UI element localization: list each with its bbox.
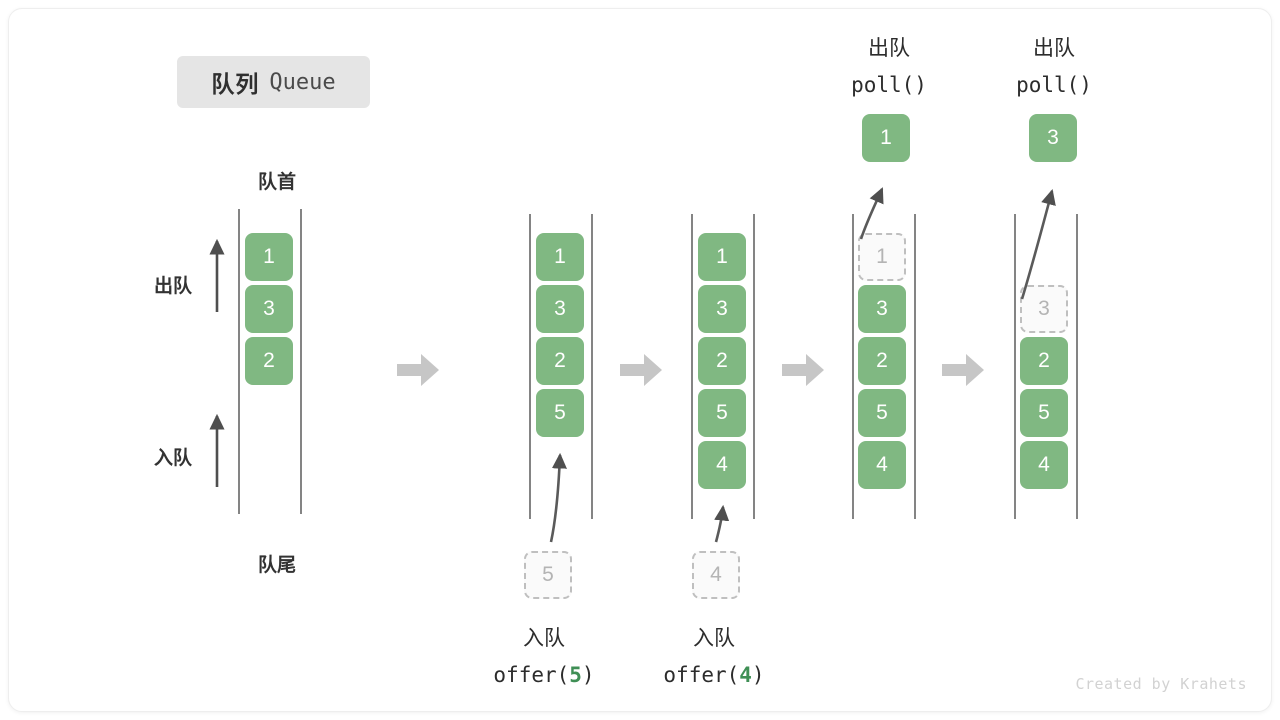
queue-rail-left-1 <box>529 214 531 519</box>
queue-rail-left-0 <box>238 209 240 514</box>
queue-cell-removed: 1 <box>858 233 906 281</box>
diagram-card: 队列 Queue 队首 队尾 出队 入队 1 3 2 1 3 2 5 5 入队 … <box>8 8 1272 712</box>
incoming-element-ghost: 4 <box>692 551 740 599</box>
queue-rail-right-4 <box>1076 214 1078 519</box>
queue-cell: 5 <box>858 389 906 437</box>
operation-label-code: offer(5) <box>493 663 595 687</box>
transition-arrow-icon <box>942 354 984 386</box>
transition-arrow-icon <box>620 354 662 386</box>
queue-cell: 2 <box>698 337 746 385</box>
queue-rail-left-3 <box>852 214 854 519</box>
operation-label-poll-3: 出队 poll() <box>969 31 1139 103</box>
queue-cell: 3 <box>245 285 293 333</box>
operation-label-poll-1: 出队 poll() <box>804 31 974 103</box>
queue-rail-right-1 <box>591 214 593 519</box>
diagram-title-cn: 队列 <box>211 71 260 97</box>
queue-cell: 3 <box>858 285 906 333</box>
queue-cell: 5 <box>698 389 746 437</box>
queue-cell-new: 5 <box>536 389 584 437</box>
operation-label-cn: 入队 <box>693 627 735 650</box>
queue-rail-right-0 <box>300 209 302 514</box>
transition-arrow-icon <box>397 354 439 386</box>
queue-cell: 4 <box>1020 441 1068 489</box>
queue-cell: 1 <box>698 233 746 281</box>
queue-cell: 2 <box>1020 337 1068 385</box>
operation-label-cn: 出队 <box>1033 37 1075 60</box>
queue-cell: 4 <box>858 441 906 489</box>
operation-label-offer-5: 入队 offer(5) <box>449 621 639 693</box>
operation-arg: 5 <box>569 663 582 687</box>
operation-label-cn: 入队 <box>523 627 565 650</box>
queue-rail-left-4 <box>1014 214 1016 519</box>
operation-label-code: poll() <box>851 73 927 97</box>
queue-cell: 2 <box>536 337 584 385</box>
diagram-title-en: Queue <box>269 69 336 95</box>
poll-3-arrow <box>1020 188 1056 300</box>
operation-label-cn: 出队 <box>868 37 910 60</box>
queue-cell: 2 <box>858 337 906 385</box>
credit-text: Created by Krahets <box>1075 675 1247 693</box>
operation-label-offer-4: 入队 offer(4) <box>619 621 809 693</box>
queue-front-label: 队首 <box>257 172 296 193</box>
diagram-title-chip: 队列 Queue <box>177 56 370 108</box>
queue-cell-new: 4 <box>698 441 746 489</box>
offer-4-arrow <box>714 504 730 543</box>
queue-cell: 3 <box>536 285 584 333</box>
queue-cell: 3 <box>698 285 746 333</box>
transition-arrow-icon <box>782 354 824 386</box>
dequeue-direction-label: 出队 <box>154 276 193 297</box>
queue-rail-right-3 <box>914 214 916 519</box>
queue-cell: 1 <box>536 233 584 281</box>
queue-cell: 5 <box>1020 389 1068 437</box>
operation-arg: 4 <box>739 663 752 687</box>
operation-label-code: poll() <box>1016 73 1092 97</box>
popped-element: 3 <box>1029 114 1077 162</box>
queue-rail-left-2 <box>691 214 693 519</box>
queue-cell: 2 <box>245 337 293 385</box>
queue-cell-removed: 3 <box>1020 285 1068 333</box>
offer-5-arrow <box>549 452 567 543</box>
poll-1-arrow <box>859 187 884 240</box>
queue-rail-right-2 <box>753 214 755 519</box>
operation-label-code: offer(4) <box>663 663 765 687</box>
queue-cell: 1 <box>245 233 293 281</box>
popped-element: 1 <box>862 114 910 162</box>
incoming-element-ghost: 5 <box>524 551 572 599</box>
enqueue-direction-label: 入队 <box>154 448 193 469</box>
queue-rear-label: 队尾 <box>257 555 296 576</box>
